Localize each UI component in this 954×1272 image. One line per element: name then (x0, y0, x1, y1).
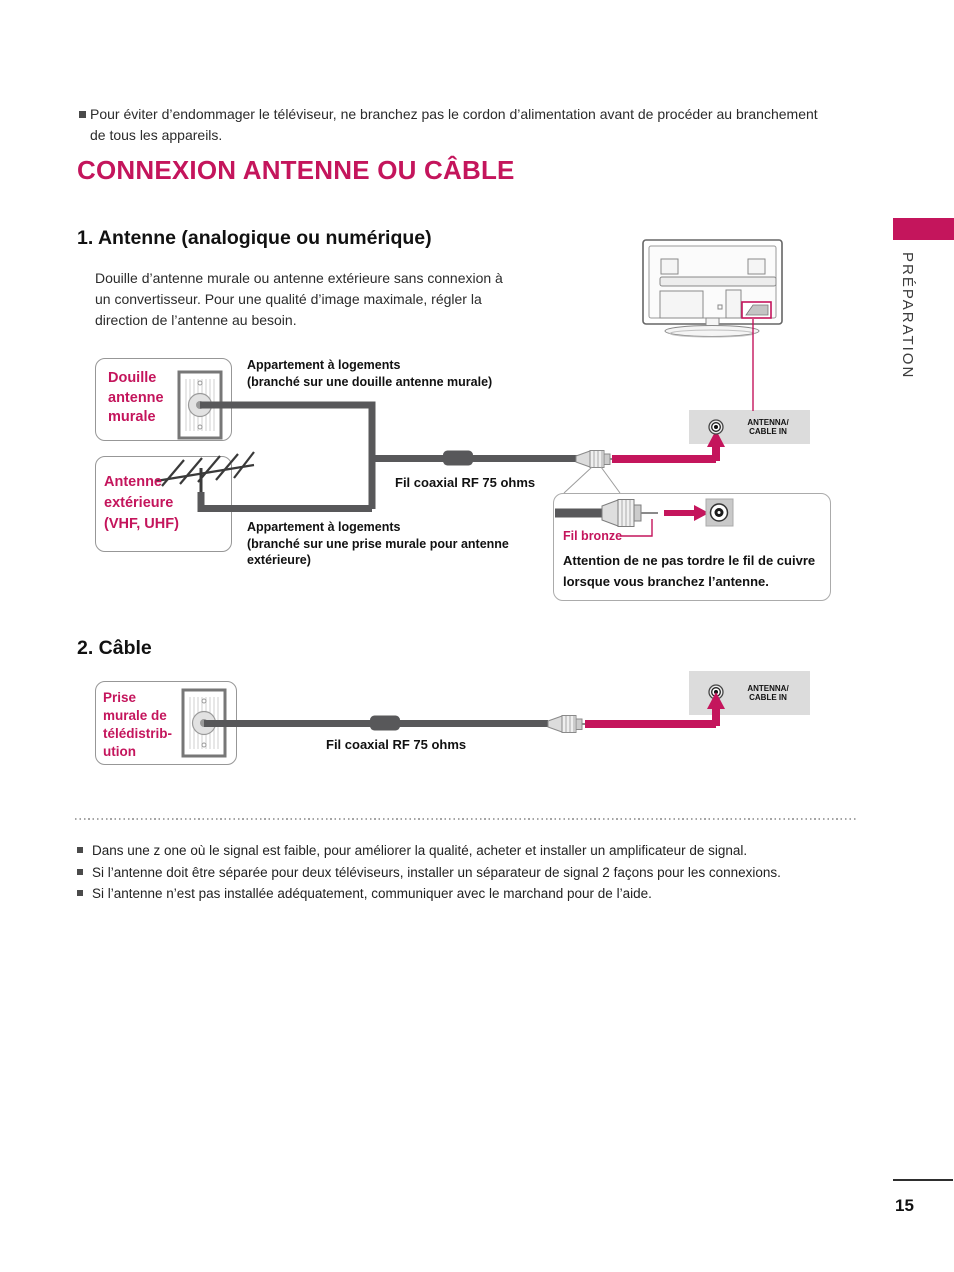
sidebar-accent-bar (893, 218, 954, 240)
wall-socket-label: Douille antenne murale (108, 370, 164, 425)
antenna-cable-in-label-1: ANTENNA/ CABLE IN (747, 418, 789, 436)
antenna-cable-in-label-2: ANTENNA/ CABLE IN (747, 684, 789, 702)
callout-leader-right (600, 466, 621, 494)
dotted-separator (75, 818, 858, 820)
bottom-note-text: Si l’antenne n’est pas installée adéquat… (92, 886, 652, 901)
sidebar-chapter-label: PRÉPARATION (899, 252, 916, 380)
note-bullet-icon (79, 111, 86, 118)
section2-heading: 2. Câble (77, 637, 152, 659)
coax-coupler-2 (370, 715, 400, 731)
page-title: CONNEXION ANTENNE OU CÂBLE (77, 155, 515, 185)
coax-label-1: Fil coaxial RF 75 ohms (395, 475, 536, 490)
fil-bronze-label: Fil bronze (563, 529, 623, 543)
section1-heading: 1. Antenne (analogique ou numérique) (77, 227, 432, 249)
note-bullet-icon (77, 847, 83, 853)
list-item: Si l’antenne n’est pas installée adéquat… (77, 886, 877, 901)
coax-coupler-1 (443, 450, 473, 466)
top-note: Pour éviter d’endommager le téléviseur, … (90, 106, 818, 143)
list-item: Dans une z one où le signal est faible, … (77, 843, 877, 858)
apartment-note-1: Appartement à logements (branché sur une… (247, 358, 493, 389)
section1-body: Douille d’antenne murale ou antenne exté… (95, 270, 503, 328)
list-item: Si l’antenne doit être séparée pour deux… (77, 865, 877, 880)
outdoor-antenna-label: Antenne extérieure (VHF, UHF) (104, 474, 179, 532)
bottom-note-text: Dans une z one où le signal est faible, … (92, 843, 748, 858)
coax-connector-icon-1 (575, 450, 614, 468)
copper-wire-warning: Attention de ne pas tordre le fil de cui… (563, 553, 816, 589)
coax-cable-run-1 (197, 401, 578, 512)
tv-rear-icon (642, 239, 783, 338)
callout-leader-left (563, 466, 593, 494)
cable-wall-outlet-label: Prise murale de télédistrib- ution (103, 690, 173, 759)
apartment-note-2: Appartement à logements (branché sur une… (247, 520, 509, 567)
bottom-note-text: Si l’antenne doit être séparée pour deux… (92, 864, 781, 880)
tv-antenna-port-highlight (741, 301, 772, 319)
note-bullet-icon (77, 868, 83, 875)
bottom-notes-list: Dans une z one où le signal est faible, … (77, 843, 877, 908)
page-number: 15 (895, 1196, 914, 1215)
coax-label-2: Fil coaxial RF 75 ohms (326, 737, 467, 752)
coax-connector-icon-2 (547, 715, 586, 733)
note-bullet-icon (77, 890, 83, 896)
page-number-rule (893, 1179, 953, 1181)
coax-cable-run-2 (204, 715, 548, 731)
